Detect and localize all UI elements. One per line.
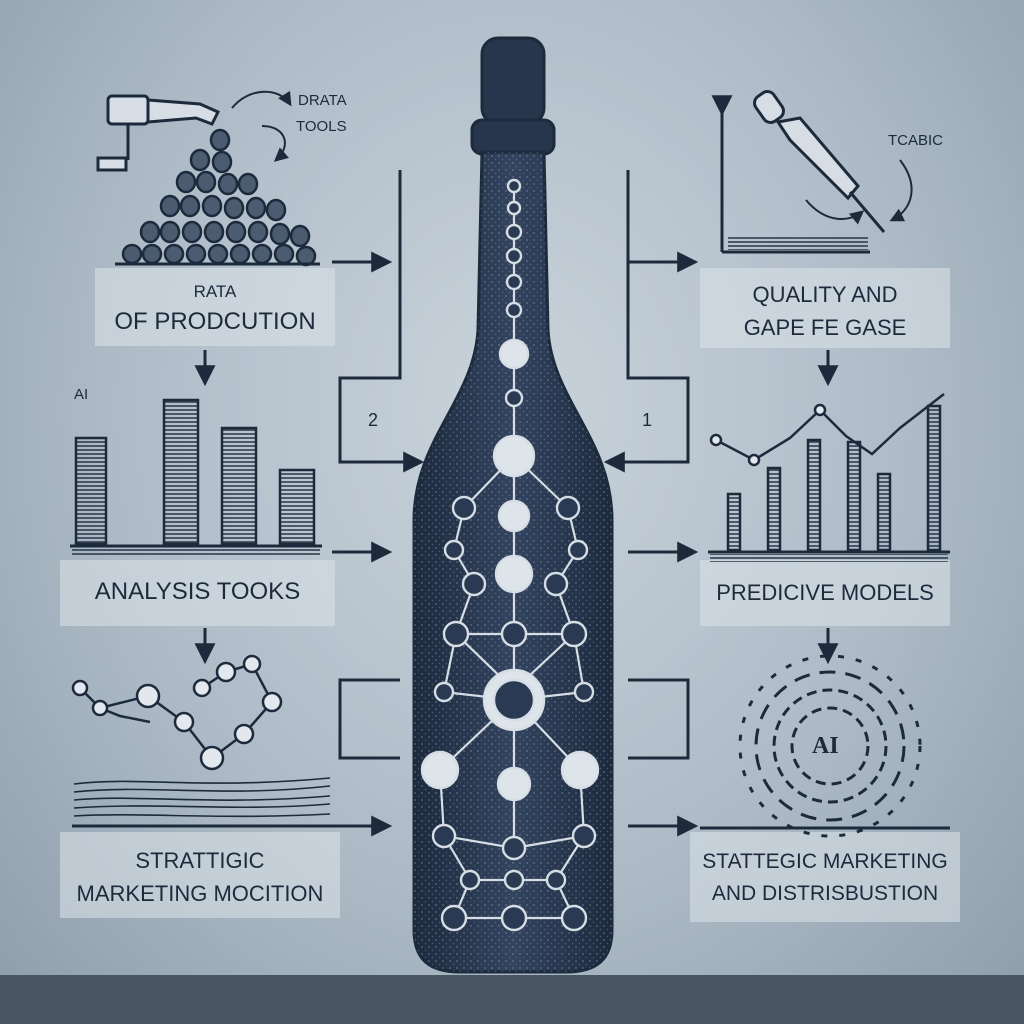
curved-arrow-icon-2 [262, 126, 285, 160]
label-quality-line2: GAPE FE GASE [700, 315, 950, 340]
data-pile-icon [123, 130, 315, 265]
label-drata: DRATA [298, 92, 347, 109]
label-strategic-marketing-line2: MARKETING MOCITION [60, 881, 340, 906]
label-tools: TOOLS [296, 118, 347, 135]
label-strategic-distribution-line1: STATTEGIC MARKETING [690, 850, 960, 874]
analysis-bar-chart [70, 400, 322, 556]
curved-arrow-icon [232, 92, 290, 108]
label-ai-center: AI [812, 733, 839, 760]
strategy-network-icon [73, 656, 281, 769]
label-strategic-marketing-distribution: STATTEGIC MARKETING AND DISTRISBUSTION [690, 850, 960, 906]
label-predictive-models: PREDICIVE MODELS [700, 580, 950, 605]
pour-arrow-icon [892, 160, 912, 220]
step-number-right: 1 [642, 410, 652, 431]
label-strategic-marketing: STRATTIGIC MARKETING MOCITION [60, 848, 340, 907]
label-data-of-production-line1: RATA [95, 282, 335, 302]
label-ai-left: AI [74, 386, 88, 403]
label-tcabic: TCABIC [888, 132, 943, 149]
label-data-of-production: RATA OF PRODCUTION [95, 282, 335, 335]
pour-arrow-icon-2 [806, 200, 862, 219]
floor [0, 975, 1024, 1024]
step-number-left: 2 [368, 410, 378, 431]
strata-lines [72, 778, 332, 826]
label-analysis-tools: ANALYSIS TOOKS [60, 578, 335, 606]
label-strategic-marketing-line1: STRATTIGIC [60, 848, 340, 873]
predictive-bar-chart [708, 394, 950, 562]
label-data-of-production-line2: OF PRODCUTION [95, 308, 335, 336]
label-quality-line1: QUALITY AND [700, 282, 950, 307]
label-quality: QUALITY AND GAPE FE GASE [700, 282, 950, 341]
label-strategic-distribution-line2: AND DISTRISBUSTION [690, 882, 960, 906]
